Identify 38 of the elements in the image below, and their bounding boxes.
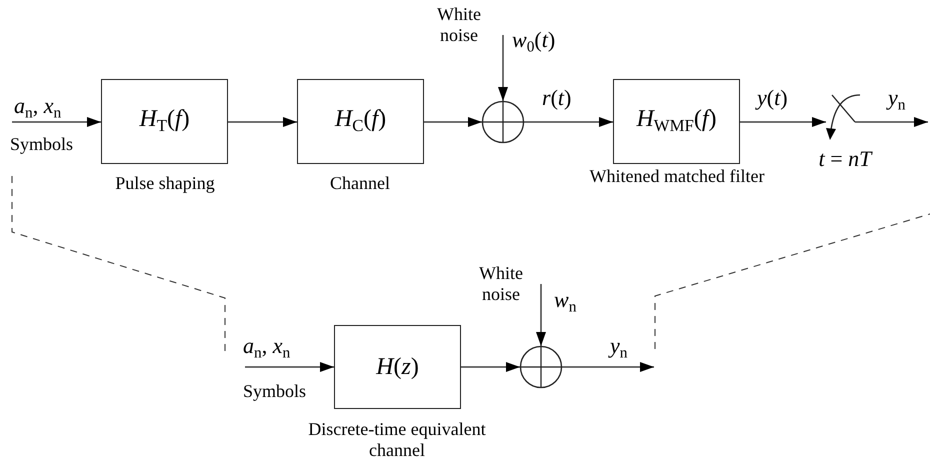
signal-label: w$_{n}$ (554, 288, 576, 318)
signal-label: y$_{n}$ (610, 334, 628, 364)
signal-arrow (461, 362, 520, 372)
signal-label: y$_{n}$ (888, 86, 906, 116)
signal-caption: White noise (436, 4, 482, 46)
sampling-time-label: t = nT (818, 148, 872, 169)
signal-arrow (562, 362, 654, 372)
block-caption: Pulse shaping (115, 173, 215, 194)
signal-caption: Symbols (243, 381, 308, 402)
signal-label: y(t) (757, 86, 788, 110)
signal-arrow (524, 117, 613, 127)
signal-arrow (498, 35, 508, 101)
signal-arrow (12, 117, 101, 127)
signal-caption: Symbols (10, 134, 74, 155)
transfer-function: H$_{T}$(f) (139, 106, 190, 137)
transfer-function: H$_{WMF}$(f) (636, 106, 717, 137)
block-caption: Channel (330, 173, 390, 194)
summing-junction (482, 101, 524, 143)
signal-arrow (245, 362, 334, 372)
signal-label: r(t) (542, 86, 572, 110)
signal-label: a$_{n}$, x$_{n}$ (14, 94, 62, 124)
signal-arrow (536, 284, 546, 346)
signal-caption: White noise (478, 263, 524, 305)
signal-arrow (424, 117, 482, 127)
signal-arrow (862, 117, 928, 127)
transfer-function-block (613, 79, 740, 164)
signal-label: a$_{n}$, x$_{n}$ (243, 334, 290, 364)
transfer-function-block (101, 79, 228, 164)
transfer-function-block (297, 79, 424, 164)
signal-label: w$_{0}$(t) (512, 28, 556, 58)
signal-arrow (228, 117, 297, 127)
summing-junction (520, 346, 562, 388)
block-caption: Whitened matched filter (588, 166, 766, 187)
block-caption: Discrete-time equivalent channel (307, 419, 487, 461)
transfer-function: H(z) (376, 354, 419, 380)
transfer-function: H$_{C}$(f) (334, 106, 386, 137)
signal-arrow (740, 117, 826, 127)
transfer-function-block (334, 325, 461, 409)
